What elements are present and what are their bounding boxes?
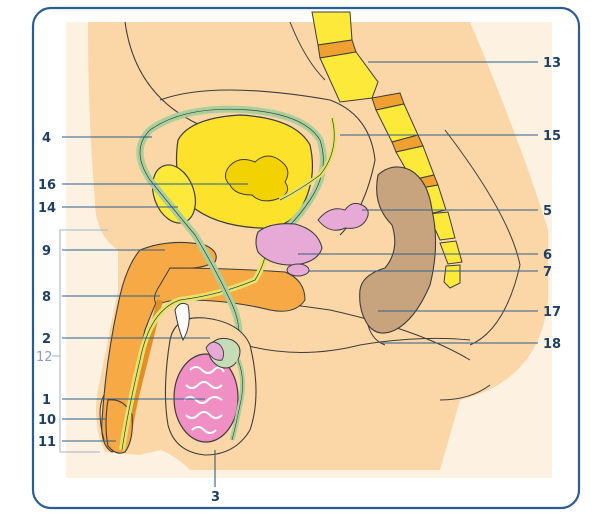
seminal-vesicle (317, 202, 369, 231)
label-15: 15 (543, 129, 561, 144)
label-12: 12 (36, 350, 53, 365)
label-5: 5 (543, 204, 552, 219)
perineum-line (244, 337, 471, 353)
seminiferous-tubules (183, 366, 225, 434)
epididymis-cap (205, 341, 225, 361)
vertebra (311, 11, 353, 46)
label-3: 3 (211, 490, 220, 505)
label-12-bracket (59, 229, 67, 453)
vertebra (427, 211, 456, 241)
label-7: 7 (543, 265, 552, 280)
epididymis-tail-outline (231, 359, 243, 441)
foreskin-line (99, 394, 105, 441)
label-2: 2 (42, 332, 51, 347)
buttock-contour (439, 384, 491, 401)
scrotum-notch (174, 302, 190, 342)
urethra-outline (121, 224, 271, 451)
label-13: 13 (543, 56, 561, 71)
vertebra (439, 240, 463, 265)
spine-back-line (444, 129, 521, 346)
rectum (359, 166, 437, 334)
label-8: 8 (42, 290, 51, 305)
label-10: 10 (38, 413, 56, 428)
vertebra (319, 51, 379, 103)
label-11: 11 (38, 435, 56, 450)
label-1: 1 (42, 393, 51, 408)
vertebra (443, 264, 461, 289)
label-17: 17 (543, 305, 561, 320)
label-16: 16 (38, 178, 56, 193)
urine-fill (224, 155, 289, 202)
tubule (185, 381, 223, 389)
anal-canal (367, 324, 386, 346)
spine (311, 11, 463, 289)
label-9: 9 (42, 244, 51, 259)
label-14: 14 (38, 201, 56, 216)
abdominal-line-2 (289, 21, 326, 81)
peritoneum-line (159, 89, 376, 236)
prostate (255, 223, 323, 266)
label-18: 18 (543, 337, 561, 352)
label-4: 4 (42, 131, 51, 146)
tubule (191, 426, 217, 434)
tubule (183, 396, 223, 404)
tubule (189, 366, 225, 374)
abdominal-line-1 (124, 21, 201, 126)
tubule (185, 411, 223, 419)
bulbourethral-gland (286, 263, 310, 277)
testis (173, 353, 239, 443)
ureter-outline (279, 117, 335, 201)
label-6: 6 (543, 248, 552, 263)
